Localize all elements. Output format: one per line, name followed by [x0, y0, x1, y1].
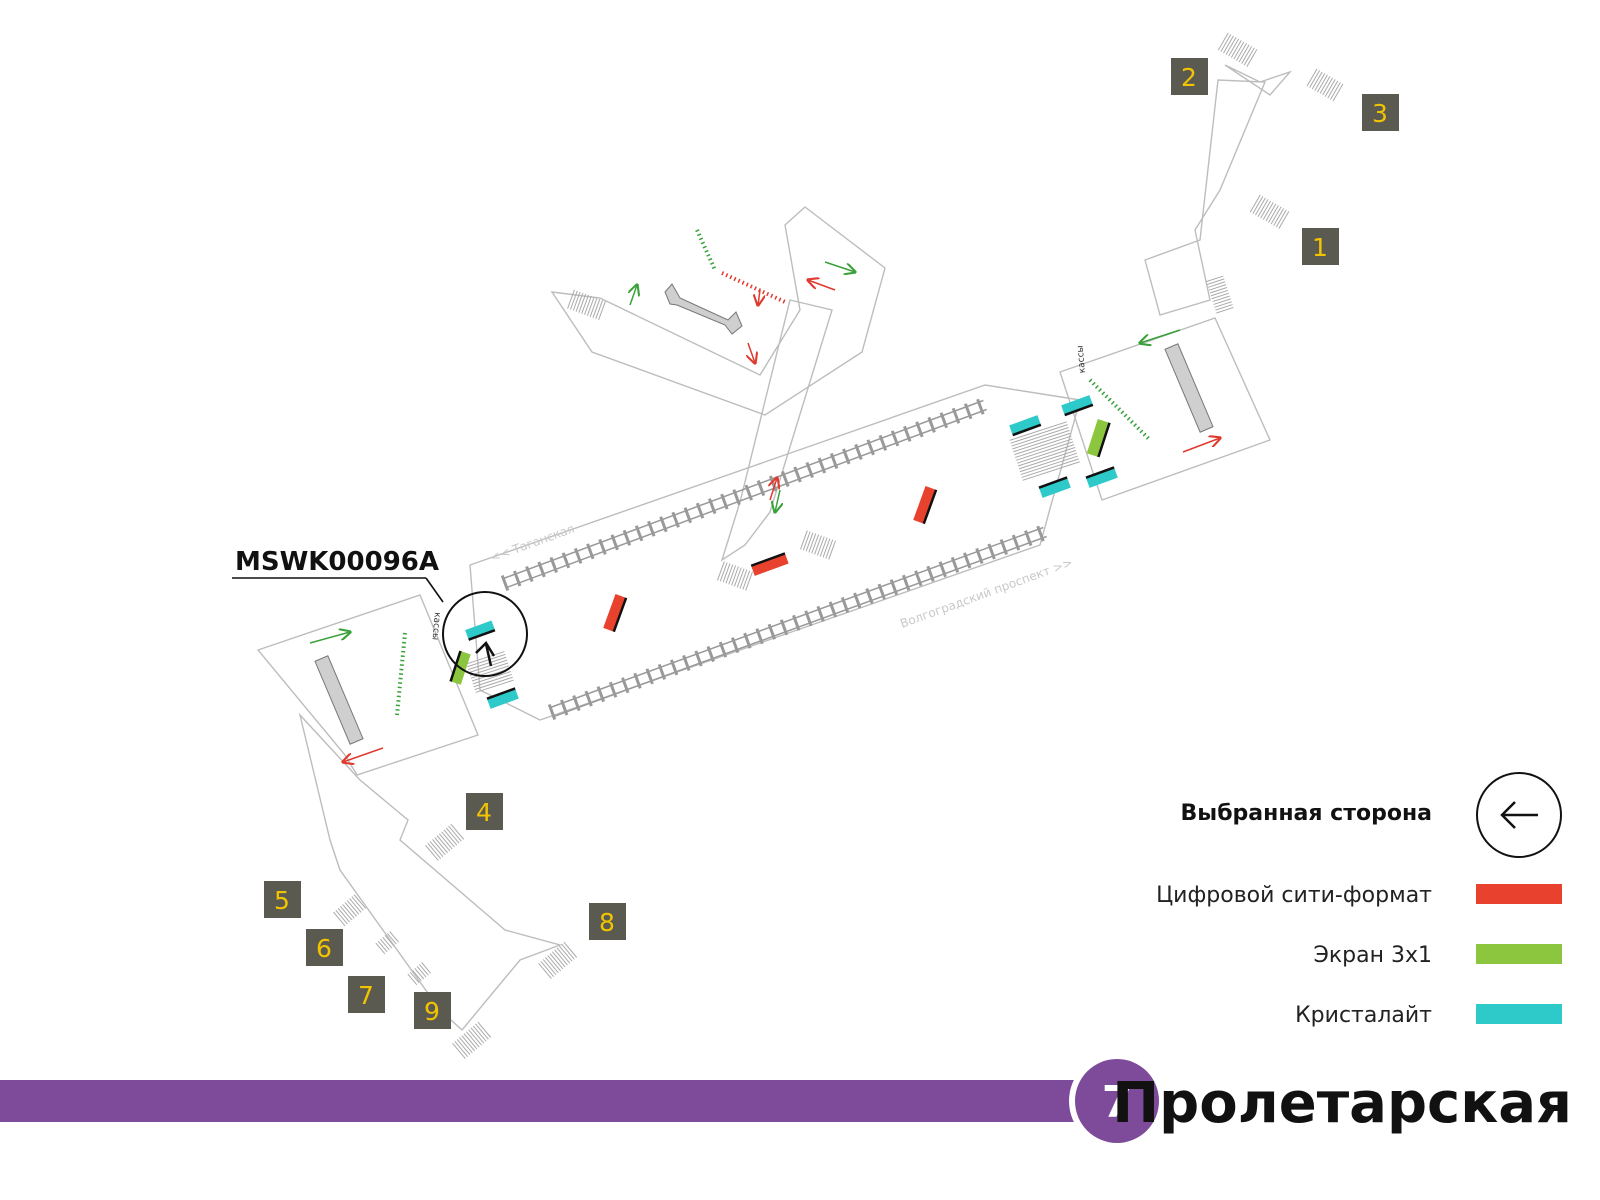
exit-3-box: 3 — [1362, 94, 1399, 131]
exit-7-box: 7 — [348, 976, 385, 1013]
placement-code: MSWK00096A — [235, 547, 439, 577]
legend-city-format-label: Цифровой сити-формат — [1156, 883, 1432, 908]
tracks — [500, 398, 1047, 721]
crystalight-ad-selected[interactable] — [465, 620, 496, 641]
turnstiles — [395, 229, 1152, 716]
exit-8-box: 8 — [589, 903, 626, 940]
line-number: 7 — [1102, 1077, 1133, 1128]
crystalight-ad — [486, 687, 519, 709]
crystalight-ad — [1061, 395, 1094, 417]
exit-4-box: 4 — [466, 793, 503, 830]
exit-6-box: 6 — [306, 929, 343, 966]
line-number-badge — [1075, 1059, 1159, 1143]
city-format-ad — [603, 594, 628, 633]
svg-text:1: 1 — [1312, 233, 1328, 262]
legend-city-format-swatch — [1476, 884, 1562, 904]
exits: 1 2 3 4 5 6 7 8 9 — [264, 58, 1399, 1029]
exit-1-box: 1 — [1302, 228, 1339, 265]
selected-side-marker — [232, 577, 528, 677]
ad-placements — [449, 395, 1118, 709]
exit-2-box: 2 — [1171, 58, 1208, 95]
direction-left-label: << Таганская — [488, 521, 576, 564]
svg-text:3: 3 — [1372, 99, 1388, 128]
screen-3x1-ad — [1086, 419, 1111, 458]
svg-text:4: 4 — [476, 798, 492, 827]
station-name: Пролетарская — [1112, 1071, 1572, 1136]
legend-selected-side-icon — [1476, 772, 1562, 858]
ticket-office-label: кассы — [1076, 345, 1088, 374]
flow-arrows — [309, 261, 1220, 762]
ticket-office-label: кассы — [430, 612, 442, 641]
legend-screen-swatch — [1476, 944, 1562, 964]
exit-9-box: 9 — [414, 992, 451, 1029]
stairs — [333, 32, 1344, 1059]
svg-text:9: 9 — [424, 997, 440, 1026]
legend-screen-label: Экран 3х1 — [1314, 943, 1433, 968]
legend: Выбранная сторона Цифровой сити-формат Э… — [1156, 772, 1562, 1028]
legend-crystalight-swatch — [1476, 1004, 1562, 1024]
legend-selected-side-label: Выбранная сторона — [1181, 801, 1432, 826]
city-format-ad — [913, 486, 938, 525]
direction-right-label: Волгоградский проспект >> — [898, 555, 1074, 631]
svg-text:7: 7 — [358, 981, 374, 1010]
line-bar: 7 — [0, 1053, 1165, 1149]
crystalight-ad — [1009, 415, 1042, 437]
svg-text:2: 2 — [1181, 63, 1197, 92]
escalators — [314, 283, 1214, 745]
svg-text:6: 6 — [316, 934, 332, 963]
crystalight-ad — [1038, 476, 1071, 498]
crystalight-ad — [1085, 466, 1118, 488]
legend-crystalight-label: Кристалайт — [1295, 1003, 1432, 1028]
city-format-ad — [750, 552, 789, 576]
exit-5-box: 5 — [264, 881, 301, 918]
svg-text:8: 8 — [599, 908, 615, 937]
svg-text:5: 5 — [274, 886, 290, 915]
